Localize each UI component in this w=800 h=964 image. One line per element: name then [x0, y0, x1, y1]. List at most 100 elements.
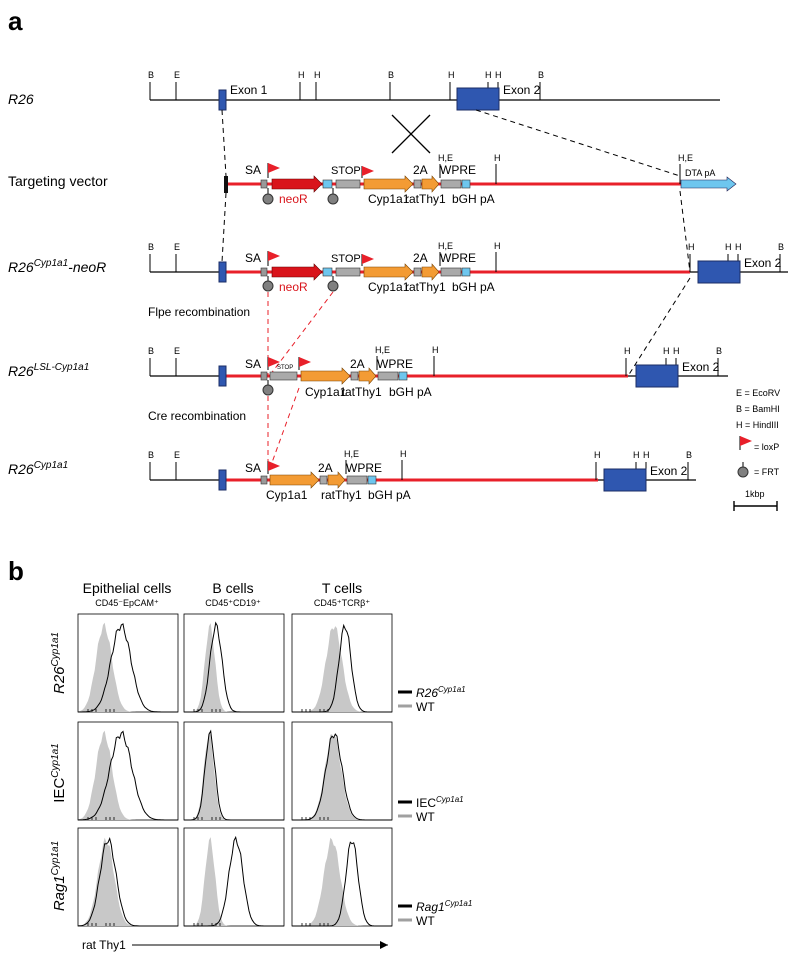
- r26-cyp1a1-neor-locus: B E H H H B SA neoR STOP Cyp1a1 2A ratTh…: [148, 241, 788, 294]
- site-b: B: [148, 70, 154, 80]
- histogram-iec-t-cells: [291, 721, 393, 821]
- row-label-r26: R26: [8, 91, 34, 107]
- histogram-r26-b-cells: [183, 613, 285, 713]
- legend-wt: WT: [416, 810, 435, 824]
- site-h: H: [643, 450, 650, 460]
- 2a-label: 2A: [318, 461, 333, 475]
- cyp1a1-histogram: [292, 733, 392, 821]
- cyp1a1-histogram: [77, 730, 178, 821]
- histogram-rag1-b-cells: [183, 827, 285, 927]
- exon2-box: [456, 87, 500, 111]
- row-label-iec-cyp1a1: IECCyp1a1: [50, 743, 68, 802]
- site-h: H: [400, 449, 407, 459]
- site-b: B: [148, 450, 154, 460]
- site-b: B: [778, 242, 784, 252]
- panel-b-letter: b: [8, 556, 24, 586]
- legend-iec-cyp1a1: IECCyp1a1: [416, 795, 464, 810]
- site-h: H: [494, 153, 501, 163]
- homology-guides: [221, 109, 681, 177]
- site-h: H: [594, 450, 601, 460]
- site-b: B: [716, 346, 722, 356]
- row-label-r26-cyp1a1: R26Cyp1a1: [8, 460, 68, 477]
- site-h: H: [673, 346, 680, 356]
- stop-label: STOP: [331, 165, 361, 177]
- ratthy1-label: ratThy1: [341, 385, 382, 399]
- legend-wt: WT: [416, 914, 435, 928]
- legend-ecorv: E = EcoRV: [736, 388, 780, 398]
- column-subtitle-epithelial: CD45⁻EpCAM⁺: [95, 598, 159, 608]
- neor-label: neoR: [279, 280, 308, 294]
- cyp1a1-label: Cyp1a1: [368, 280, 410, 294]
- wpre-label: WPRE: [346, 461, 382, 475]
- site-h: H: [663, 346, 670, 356]
- wpre-label: WPRE: [440, 251, 476, 265]
- site-e: E: [174, 346, 180, 356]
- 2a-label: 2A: [350, 357, 365, 371]
- site-h: H: [688, 242, 695, 252]
- site-h: H: [735, 242, 742, 252]
- column-title-t-cells: T cells: [322, 580, 362, 596]
- scale-bar: [733, 501, 778, 511]
- bgh-label: bGH pA: [368, 488, 411, 502]
- cyp1a1-histogram: [292, 623, 392, 713]
- bgh-label: bGH pA: [452, 192, 495, 206]
- panel-a-legend: E = EcoRV B = BamHI H = HindIII = loxP =…: [733, 388, 780, 511]
- sa-label: SA: [245, 251, 261, 265]
- cyp1a1-histogram: [292, 841, 392, 927]
- targeting-vector: SA neoR STOP Cyp1a1 2A ratThy1 H,E WPRE …: [224, 153, 737, 206]
- wt-histogram: [292, 626, 392, 712]
- legend-rag1-cyp1a1: Rag1Cyp1a1: [416, 899, 472, 914]
- site-h: H: [633, 450, 640, 460]
- histogram-rag1-t-cells: [291, 827, 393, 927]
- recombination-guides: [221, 190, 691, 273]
- cyp1a1-histogram: [77, 837, 178, 927]
- legend-loxp: = loxP: [754, 442, 779, 452]
- exon1-box: [218, 89, 227, 111]
- row-label-targeting-vector: Targeting vector: [8, 173, 108, 189]
- row-legend-iec: IECCyp1a1 WT: [398, 795, 464, 824]
- wt-histogram: [292, 734, 392, 820]
- site-h: H: [314, 70, 321, 80]
- crossover-mark: [391, 114, 431, 154]
- cyp1a1-label: Cyp1a1: [305, 385, 347, 399]
- exon2-label: Exon 2: [503, 83, 541, 97]
- histogram-iec-b-cells: [183, 721, 285, 821]
- histogram-r26-epithelial: [77, 613, 179, 713]
- cre-recombination-label: Cre recombination: [148, 409, 246, 423]
- wt-histogram: [78, 622, 178, 712]
- flow-histograms: [77, 613, 393, 927]
- legend-frt: = FRT: [754, 467, 780, 477]
- site-b: B: [686, 450, 692, 460]
- neor-arrow: [271, 175, 323, 193]
- histogram-frame: [183, 721, 285, 821]
- column-title-b-cells: B cells: [212, 580, 253, 596]
- sa-label: SA: [245, 163, 261, 177]
- 2a-label: 2A: [413, 251, 428, 265]
- row-label-r26-neor: R26Cyp1a1-neoR: [8, 258, 106, 275]
- column-subtitle-t-cells: CD45⁺TCRβ⁺: [314, 598, 370, 608]
- cyp1a1-histogram: [184, 621, 284, 713]
- neor-label: neoR: [279, 192, 308, 206]
- site-e: E: [174, 450, 180, 460]
- wpre-label: WPRE: [377, 357, 413, 371]
- stop-label: STOP: [331, 253, 361, 265]
- site-h: H: [432, 345, 439, 355]
- legend-wt: WT: [416, 700, 435, 714]
- site-e: E: [174, 70, 180, 80]
- site-h: H: [485, 70, 492, 80]
- r26-locus: B E H H B H H H B Exon 1 Exon 2: [148, 70, 720, 111]
- site-e: E: [174, 242, 180, 252]
- row-label-r26-cyp1a1-b: R26Cyp1a1: [50, 632, 68, 694]
- row-label-rag1-cyp1a1: Rag1Cyp1a1: [50, 841, 68, 911]
- ratthy1-label: ratThy1: [321, 488, 362, 502]
- bgh-label: bGH pA: [452, 280, 495, 294]
- dta-arrow: [680, 176, 737, 192]
- site-h: H: [448, 70, 455, 80]
- panel-a-letter: a: [8, 6, 23, 36]
- site-h: H: [494, 241, 501, 251]
- cyp1a1-histogram: [184, 835, 284, 927]
- r26-cyp1a1-locus: B E H H H B SA Cyp1a1 2A ratThy1 H,E WPR…: [148, 449, 696, 502]
- histogram-r26-t-cells: [291, 613, 393, 713]
- site-h: H: [298, 70, 305, 80]
